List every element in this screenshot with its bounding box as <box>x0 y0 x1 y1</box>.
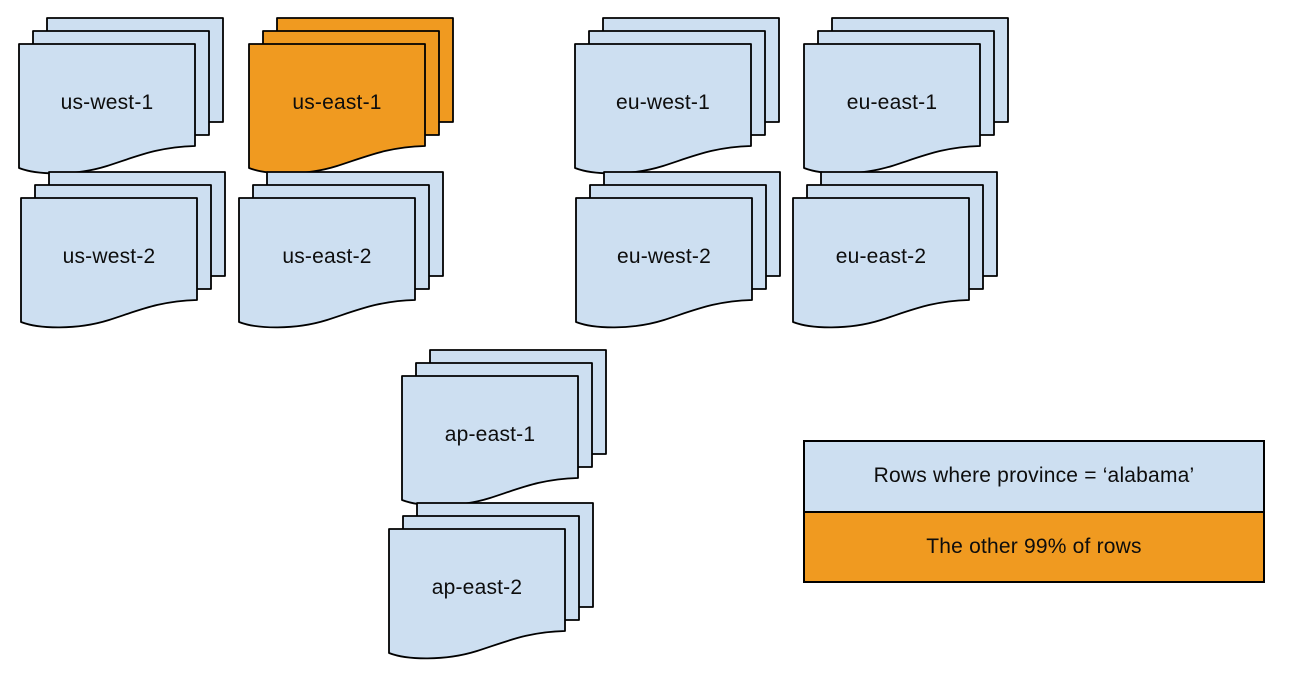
legend-label-other-rows: The other 99% of rows <box>926 534 1142 558</box>
region-stack-us-east-1: us-east-1 <box>248 17 454 177</box>
document-stack-icon <box>574 17 780 175</box>
document-stack-icon <box>20 171 226 329</box>
document-stack-icon <box>792 171 998 329</box>
front-document-sheet <box>388 528 566 660</box>
region-stack-eu-east-2: eu-east-2 <box>792 171 998 331</box>
document-stack-icon <box>388 502 594 660</box>
legend-row-other-rows: The other 99% of rows <box>805 510 1263 581</box>
legend: Rows where province = ‘alabama’ The othe… <box>803 440 1265 583</box>
front-document-sheet <box>18 43 196 175</box>
region-stack-us-west-2: us-west-2 <box>20 171 226 331</box>
region-stack-eu-west-1: eu-west-1 <box>574 17 780 177</box>
front-document-sheet <box>401 375 579 507</box>
document-stack-icon <box>18 17 224 175</box>
legend-label-alabama-rows: Rows where province = ‘alabama’ <box>873 464 1195 488</box>
region-stack-us-east-2: us-east-2 <box>238 171 444 331</box>
front-document-sheet <box>574 43 752 175</box>
document-stack-icon <box>575 171 781 329</box>
document-stack-icon <box>803 17 1009 175</box>
front-document-sheet <box>792 197 970 329</box>
front-document-sheet <box>803 43 981 175</box>
document-stack-icon <box>238 171 444 329</box>
front-document-sheet <box>238 197 416 329</box>
document-stack-icon <box>401 349 607 507</box>
region-stack-ap-east-1: ap-east-1 <box>401 349 607 509</box>
region-stack-ap-east-2: ap-east-2 <box>388 502 594 662</box>
region-stack-us-west-1: us-west-1 <box>18 17 224 177</box>
region-stack-eu-west-2: eu-west-2 <box>575 171 781 331</box>
document-stack-icon <box>248 17 454 175</box>
front-document-sheet <box>20 197 198 329</box>
region-stack-eu-east-1: eu-east-1 <box>803 17 1009 177</box>
legend-row-alabama-rows: Rows where province = ‘alabama’ <box>805 442 1263 511</box>
front-document-sheet <box>575 197 753 329</box>
front-document-sheet <box>248 43 426 175</box>
